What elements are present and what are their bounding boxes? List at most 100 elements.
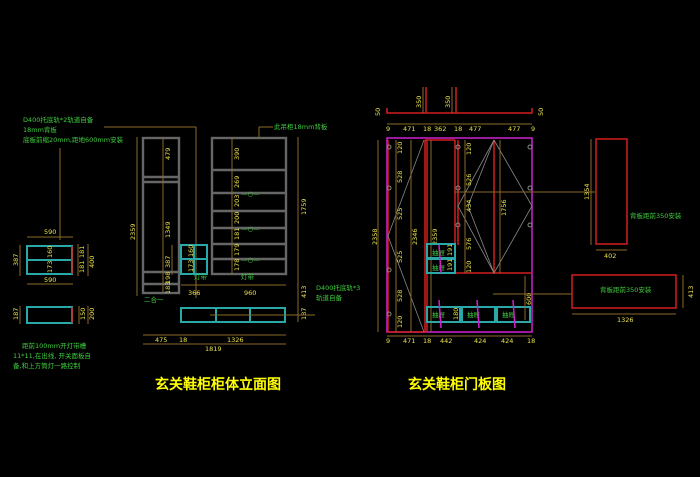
dim-top-7: 9 [531, 125, 535, 133]
dim-drawer2: 173 [46, 261, 54, 273]
top-plan: 350 350 50 50 [374, 87, 545, 116]
dim-right-a: 181 [78, 246, 86, 258]
dim-side-panel-width: 402 [604, 252, 616, 260]
dim-shelf-6: 179 [233, 244, 241, 256]
note-wiring: 11*11,在出线, 开关面板自 [13, 351, 91, 360]
dim-bot-5: 424 [501, 337, 513, 345]
dim-bottom-height: 187 [12, 308, 20, 320]
small-drawer-unit: 160 173 灯带 [180, 244, 208, 281]
door-drawers-bottom: 抽屉 抽屉 抽屉 180 600 [426, 276, 533, 329]
note-backboard: 18mm背板 [23, 125, 57, 134]
dim-ld-seg-5: 120 [396, 316, 404, 328]
bottom-panel: 背板距前350安装 413 1326 [571, 274, 695, 324]
dim-top-5: 477 [469, 125, 481, 133]
dim-bottom-panel-width: 1326 [617, 316, 634, 324]
dim-top-1: 471 [403, 125, 415, 133]
dim-bot-6: 18 [527, 337, 535, 345]
base-drawers [180, 307, 315, 323]
dim-drawer-c: 180 [452, 308, 460, 320]
note-switch: 备,和上方筒灯一路控制 [13, 361, 81, 370]
note-rail-bottom: D400托底轨*3 [316, 283, 360, 292]
dim-right-door-height: 1756 [500, 199, 508, 216]
shelf-marker: —○— [241, 225, 260, 233]
note-light-groove: 距前100mm开灯带槽 [22, 341, 87, 350]
side-bottom-plan: 187 150 200 [12, 306, 96, 324]
dim-left-top: 479 [164, 148, 172, 160]
drawer-label: 抽屉 [432, 263, 446, 272]
drawer-label: 抽屉 [502, 310, 516, 319]
dim-top-6: 477 [508, 125, 520, 133]
dim-bottom-panel-height: 413 [687, 286, 695, 298]
dim-bottom-b: 200 [88, 308, 96, 320]
dim-top-panel-2: 350 [444, 96, 452, 108]
dim-right-lower-gap: 413 [300, 286, 308, 298]
dim-lower1: 198 [164, 272, 172, 284]
door-drawers-small: 抽屉 抽屉 191 191 [426, 243, 456, 274]
dim-ld-seg-3: 525 [396, 251, 404, 263]
dim-side-top-width: 590 [44, 228, 56, 236]
dim-bottom-a: 150 [79, 308, 87, 320]
dim-left-door-total: 2358 [371, 228, 379, 245]
dim-left-middle: 1349 [164, 221, 172, 238]
dim-base: 600 [525, 293, 533, 305]
shelf-mark-light1: 灯带 [194, 272, 208, 281]
dim-bottom-gap: 18 [179, 336, 187, 344]
shelf-marker: —○— [241, 256, 260, 264]
dim-md-mid: 526 [465, 174, 473, 186]
dim-bot-1: 471 [403, 337, 415, 345]
dim-shelf-width: 960 [244, 289, 256, 297]
dim-bot-3: 442 [440, 337, 452, 345]
dim-shelf-2: 269 [233, 176, 241, 188]
dim-ld-seg-1: 528 [396, 171, 404, 183]
dim-shelf-1: 390 [233, 148, 241, 160]
note-rail-self: 轨道自备 [316, 293, 343, 302]
dim-md-mid3: 576 [465, 238, 473, 250]
dim-top-4: 18 [454, 125, 462, 133]
door-elevation [386, 137, 533, 333]
note-bottom-board: 底板前缩20mm,距地600mm安装 [23, 135, 124, 144]
dim-shelf-3: 203 [233, 195, 241, 207]
dim-bot-4: 424 [474, 337, 486, 345]
side-panel: 1354 402 背板距前350安装 [583, 138, 682, 260]
drawer-label: 抽屉 [432, 310, 446, 319]
shelf-mark-combo: 二合一 [144, 295, 164, 304]
dim-right-lower-base: 187 [300, 308, 308, 320]
dim-md-mid2: 434 [465, 200, 473, 212]
dim-small-drawer2: 173 [187, 260, 195, 272]
dim-ld-seg-4: 528 [396, 290, 404, 302]
dim-bottom-right: 1326 [227, 336, 244, 344]
shelf-mark-light2: 灯带 [241, 272, 255, 281]
dim-side-bottom-width: 590 [44, 276, 56, 284]
dim-shelf-5: 181 [233, 228, 241, 240]
dim-drawer-stack: 387 [164, 256, 172, 268]
left-tall-cabinet: 2359 479 1349 387 198 183 二合一 [129, 136, 181, 304]
dim-bottom-left: 475 [155, 336, 167, 344]
dim-side-panel-height: 1354 [583, 183, 591, 200]
dim-top-2: 18 [423, 125, 431, 133]
dim-top-3: 362 [434, 125, 446, 133]
dim-left-total: 2359 [129, 223, 137, 240]
left-drawing-title: 玄关鞋柜柜体立面图 [155, 376, 281, 393]
bottom-dims: 9 471 18 442 424 424 18 [386, 337, 535, 345]
right-drawing-title: 玄关鞋柜门板图 [408, 376, 506, 393]
dim-middle-door-height: 2359 [431, 228, 439, 245]
dim-right-total: 1759 [300, 198, 308, 215]
dim-md-bottom: 120 [465, 261, 473, 273]
dim-bottom-total: 1819 [205, 345, 222, 353]
note-hanging-backboard: 此吊柜18mm背板 [274, 122, 328, 131]
dim-top-0: 9 [386, 125, 390, 133]
dim-top-panel-1: 350 [415, 96, 423, 108]
side-drawer-plan: 590 387 160 173 181 181 400 590 [12, 228, 96, 285]
dim-md-top: 120 [465, 143, 473, 155]
dim-lower2: 183 [164, 282, 172, 294]
note-rail-top: D400托底轨*2轨道自备 [23, 115, 94, 124]
dim-left-door-inner: 2346 [411, 228, 419, 245]
dim-shelf-7: 178 [233, 259, 241, 271]
dim-ld-seg-0: 120 [396, 142, 404, 154]
dim-drawer1: 160 [46, 246, 54, 258]
dim-right-total: 400 [88, 256, 96, 268]
dim-side-height: 387 [12, 254, 20, 266]
top-dims: 9 471 18 362 18 477 477 9 [386, 125, 535, 133]
shelf-cabinet: 390 269 203 200 181 179 178 —○— —○— —○— … [210, 122, 328, 281]
